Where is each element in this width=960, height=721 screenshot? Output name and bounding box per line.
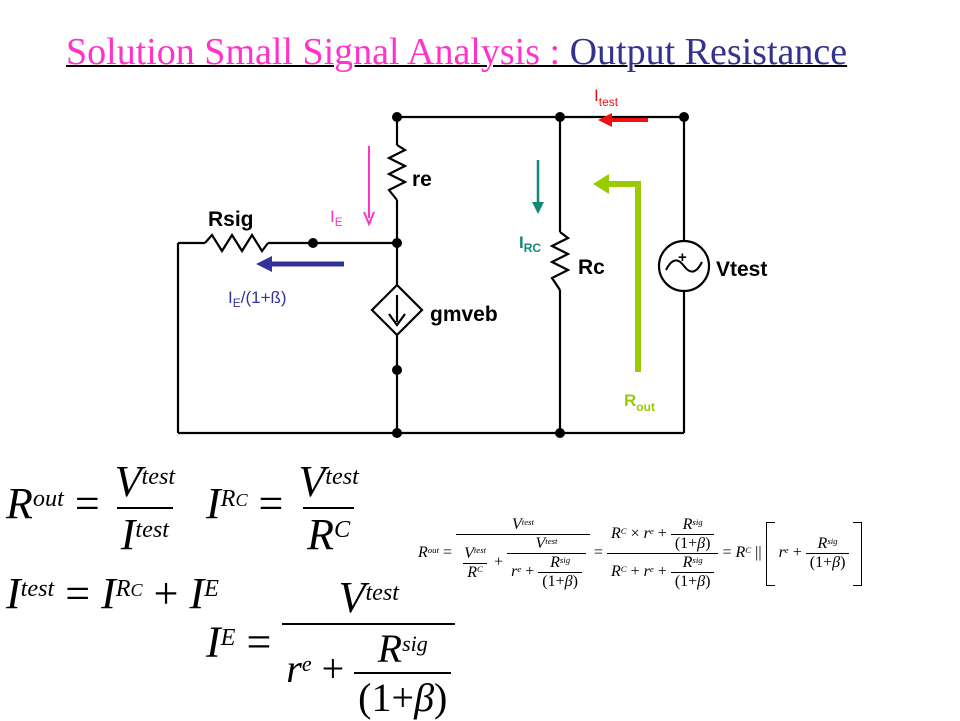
ie-label: IE xyxy=(330,207,343,229)
rc-label: Rc xyxy=(578,256,605,279)
rout-label: Rout xyxy=(624,391,655,414)
vtest-label: Vtest xyxy=(716,258,767,281)
rsig-resistor xyxy=(204,232,269,254)
re-resistor xyxy=(386,144,408,201)
rout-arrow xyxy=(593,174,641,372)
slide-title: Solution Small Signal Analysis : Output … xyxy=(66,30,847,74)
gmveb-label: gmveb xyxy=(430,303,498,326)
ie-arrow xyxy=(363,146,375,227)
vtest-plus-sign: + xyxy=(678,249,687,266)
vtest-source xyxy=(657,239,711,293)
ie-beta-label: IE/(1+ß) xyxy=(228,288,287,310)
title-part-output-resistance: Output Resistance xyxy=(569,31,848,73)
irc-label: IRC xyxy=(519,233,541,255)
gmveb-current-source xyxy=(370,283,424,337)
itest-label: Itest xyxy=(594,86,619,109)
title-part-solution: Solution Small Signal Analysis : xyxy=(66,31,570,73)
circuit-wires xyxy=(176,115,686,435)
irc-arrow xyxy=(532,160,544,214)
rsig-label: Rsig xyxy=(208,208,254,231)
rc-resistor xyxy=(549,231,571,291)
ie-beta-arrow xyxy=(256,256,344,272)
re-label: re xyxy=(412,168,432,191)
itest-arrow xyxy=(598,113,648,127)
circuit-nodes xyxy=(308,112,689,438)
equation-itest-sum: Itest = IRC + IE xyxy=(6,569,219,618)
